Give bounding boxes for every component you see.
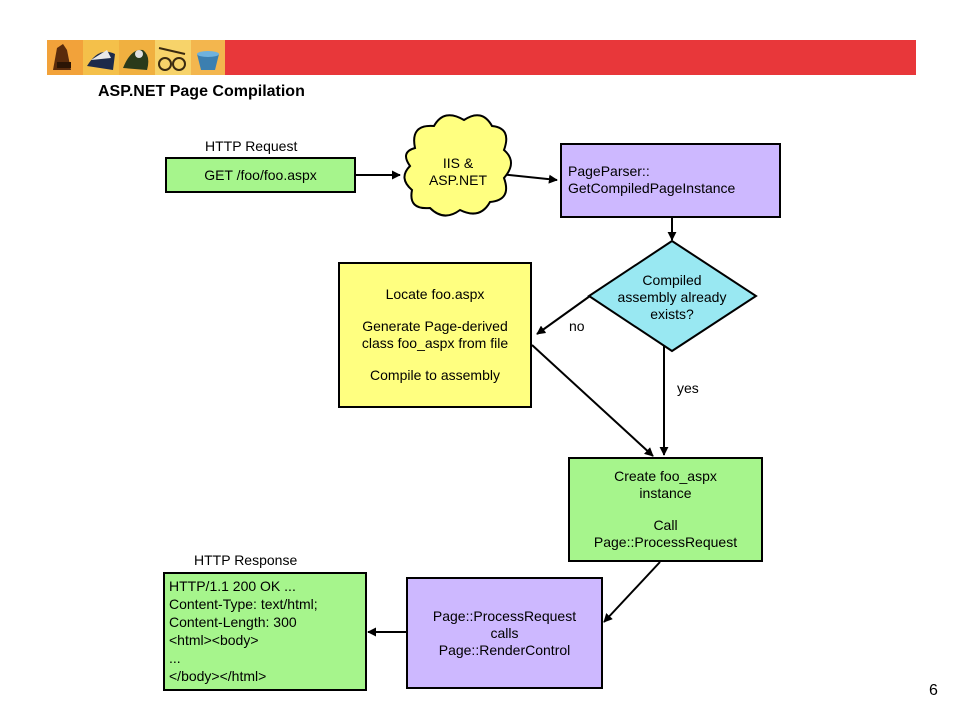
iis-cloud-shape: [403, 114, 512, 217]
pageparser-box: PageParser:: GetCompiledPageInstance: [560, 143, 781, 218]
response-line: </body></html>: [169, 668, 267, 684]
pageparser-line2: GetCompiledPageInstance: [568, 180, 736, 196]
create-line1: Create foo_aspx: [614, 468, 717, 484]
arrow-iis-to-pageparser: [499, 173, 558, 184]
http-request-text: GET /foo/foo.aspx: [204, 166, 317, 183]
page-title: ASP.NET Page Compilation: [98, 83, 305, 100]
http-response-label: HTTP Response: [194, 552, 298, 568]
create-instance-box: Create foo_aspx instance Call Page::Proc…: [568, 457, 763, 562]
response-line: Content-Length: 300: [169, 614, 297, 630]
response-line: HTTP/1.1 200 OK ...: [169, 578, 296, 594]
create-line4: Page::ProcessRequest: [593, 534, 738, 550]
compile-line2: Generate Page-derived: [362, 318, 508, 334]
branch-label-no: no: [569, 318, 585, 334]
http-request-box: GET /foo/foo.aspx: [165, 157, 356, 193]
response-line: ...: [169, 650, 181, 666]
iis-line1: IIS &: [442, 155, 474, 171]
branch-label-yes: yes: [677, 380, 699, 396]
iis-line2: ASP.NET: [428, 172, 488, 188]
page-number: 6: [929, 682, 938, 699]
banner-image-strip: [47, 40, 225, 75]
create-line2: instance: [639, 485, 692, 501]
arrow-decision-no: [536, 295, 591, 335]
compile-box: Locate foo.aspx Generate Page-derived cl…: [338, 262, 532, 408]
response-line: <html><body>: [169, 632, 259, 648]
decision-line1: Compiled: [642, 271, 702, 288]
process-line1: Page::ProcessRequest: [432, 607, 577, 624]
compile-line3: class foo_aspx from file: [361, 335, 509, 351]
decision-diamond: [587, 239, 758, 353]
arrow-create-to-process: [603, 561, 661, 623]
pageparser-line1: PageParser::: [568, 163, 650, 179]
compile-line1: Locate foo.aspx: [385, 286, 485, 302]
compile-line4: Compile to assembly: [370, 367, 500, 383]
create-line3: Call: [653, 517, 678, 533]
http-response-box: HTTP/1.1 200 OK ... Content-Type: text/h…: [163, 572, 367, 691]
arrow-compile-to-create: [531, 344, 654, 457]
decision-line2: assembly already: [617, 288, 727, 305]
banner-illustration-icon: [47, 40, 225, 75]
process-line2: calls: [490, 624, 519, 641]
process-request-box: Page::ProcessRequest calls Page::RenderC…: [406, 577, 603, 689]
decision-text: Compiled assembly already exists?: [604, 270, 740, 324]
http-request-label: HTTP Request: [205, 138, 298, 154]
header-banner: [47, 40, 916, 75]
response-line: Content-Type: text/html;: [169, 596, 318, 612]
iis-cloud-text: IIS & ASP.NET: [410, 150, 506, 194]
process-line3: Page::RenderControl: [438, 641, 571, 658]
decision-line3: exists?: [650, 305, 694, 322]
